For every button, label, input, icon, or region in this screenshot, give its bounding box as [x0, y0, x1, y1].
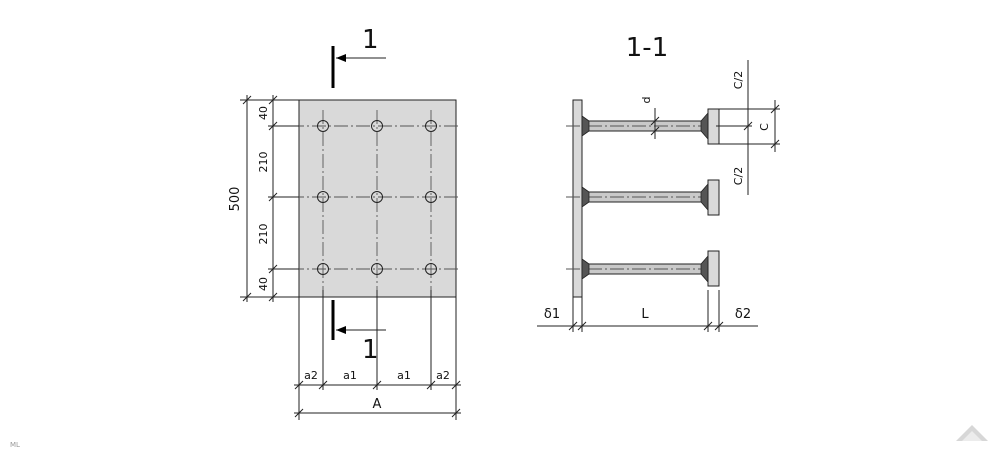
anchor-rod	[566, 250, 720, 287]
anchor-holes	[317, 120, 437, 275]
horizontal-dimensions: a2 a1 a1 a2 A	[294, 290, 461, 420]
dim-v-2: 210	[257, 152, 270, 173]
dim-delta2: δ2	[735, 307, 751, 322]
dim-width-A: A	[373, 397, 382, 412]
hole	[425, 191, 437, 203]
dim-c-half-top: C/2	[732, 71, 745, 89]
dim-delta1: δ1	[544, 307, 560, 322]
dim-v-4: 40	[257, 277, 270, 291]
plan-view: 1 1 500 40 210 210	[228, 25, 461, 420]
anchor-rod	[566, 179, 720, 216]
dim-d-label: d	[640, 97, 653, 104]
section-cut-top: 1	[331, 25, 386, 88]
section-title: 1-1	[626, 33, 668, 63]
dim-h-1: a2	[304, 369, 318, 382]
hole	[371, 263, 383, 275]
hole	[425, 120, 437, 132]
dim-thickness-length: δ1 L δ2	[537, 290, 758, 332]
dim-v-1: 40	[257, 106, 270, 120]
section-mark-top: 1	[362, 25, 379, 55]
dim-length-L: L	[641, 307, 649, 322]
dim-h-4: a2	[436, 369, 450, 382]
dim-d: d	[640, 97, 660, 139]
watermark-text: ML	[10, 441, 20, 449]
hole	[371, 120, 383, 132]
section-mark-bottom: 1	[362, 335, 379, 365]
dim-total-height: 500	[228, 187, 243, 212]
hole	[317, 120, 329, 132]
vertical-dimensions: 500 40 210 210 40	[228, 95, 299, 302]
section-cut-bottom: 1	[331, 300, 386, 365]
dim-c-half-bottom: C/2	[732, 167, 745, 185]
dim-c: C/2 C C/2	[716, 60, 780, 195]
hole	[317, 191, 329, 203]
anchor-rod	[566, 108, 720, 145]
hole	[371, 191, 383, 203]
dim-v-3: 210	[257, 224, 270, 245]
dim-c-label: C	[758, 123, 771, 131]
dim-h-3: a1	[397, 369, 411, 382]
section-base-plate	[572, 99, 583, 298]
section-view: 1-1	[537, 33, 780, 332]
hole	[317, 263, 329, 275]
corner-logo-icon	[956, 425, 988, 441]
hole	[425, 263, 437, 275]
dim-h-2: a1	[343, 369, 357, 382]
